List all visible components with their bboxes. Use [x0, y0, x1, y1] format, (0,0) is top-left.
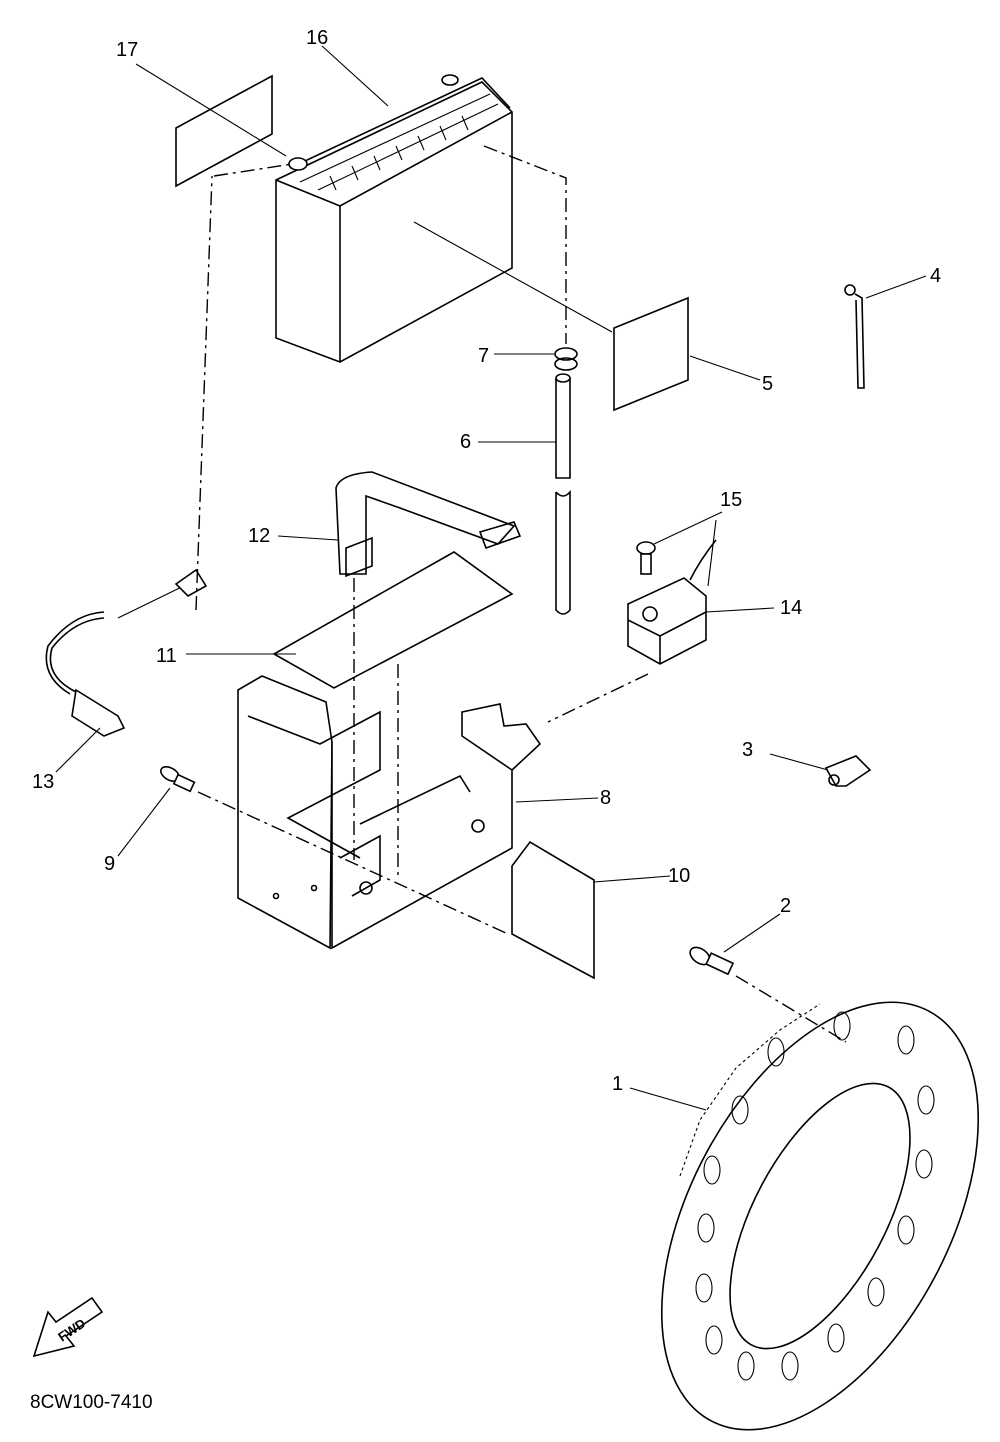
part-14-starter-relay: [627, 539, 717, 665]
part-7-hose-clamp: [554, 347, 578, 371]
callout-9: 9: [104, 853, 116, 875]
leader-lines: [55, 45, 927, 1111]
callout-12: 12: [248, 525, 271, 547]
part-16-battery: [275, 74, 613, 363]
part-4-wire-clip: [844, 284, 865, 389]
callout-5: 5: [762, 373, 774, 395]
part-12-battery-band: [335, 471, 522, 578]
part-6-breather-hose: [555, 373, 571, 615]
callout-3: 3: [742, 739, 754, 761]
callout-4: 4: [930, 265, 942, 287]
part-10-panel: [511, 840, 595, 980]
part-3-cable-holder: [824, 755, 872, 787]
callout-2: 2: [780, 895, 792, 917]
callout-11: 11: [156, 645, 177, 667]
callout-15: 15: [720, 489, 743, 511]
part-5-plate: [613, 296, 689, 412]
callout-13: 13: [32, 771, 55, 793]
callout-17: 17: [116, 39, 139, 61]
part-9-bolt: [160, 765, 196, 793]
part-2-bolt: [689, 946, 735, 976]
callout-1: 1: [612, 1073, 624, 1095]
callout-10: 10: [668, 865, 691, 887]
part-8-battery-box: [237, 578, 542, 950]
part-13-sensor-lead: [45, 163, 293, 737]
part-1-disc: [660, 1001, 980, 1431]
callout-14: 14: [780, 597, 803, 619]
part-11-pad: [272, 551, 514, 689]
part-17-label-sheet: [175, 74, 273, 188]
callout-16: 16: [306, 27, 329, 49]
callout-7: 7: [478, 345, 490, 367]
callout-6: 6: [460, 431, 472, 453]
part-15-bolt: [636, 519, 717, 587]
fwd-arrow-icon: FWD: [32, 1296, 104, 1358]
diagram-code: 8CW100-7410: [30, 1392, 153, 1413]
callout-8: 8: [600, 787, 612, 809]
